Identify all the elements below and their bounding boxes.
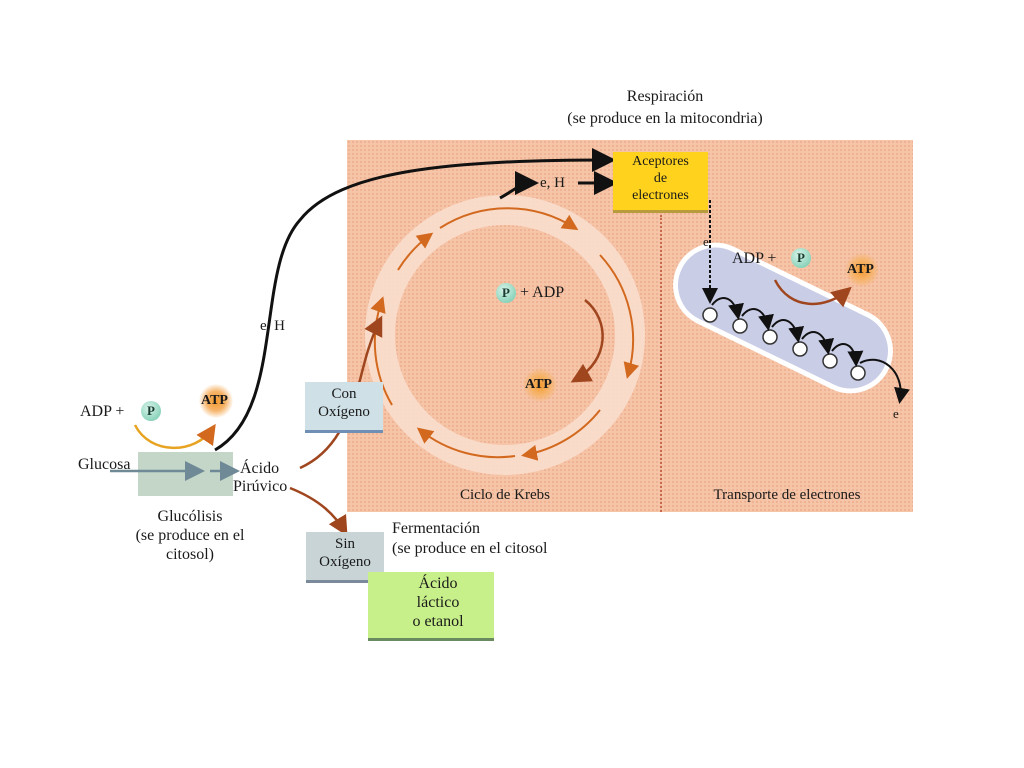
acceptors-line2: de <box>653 171 668 186</box>
glycolysis-sub1: (se produce en el <box>135 527 245 544</box>
product-line3: o etanol <box>412 613 464 630</box>
anaerobic-line2: Oxígeno <box>319 554 371 570</box>
transport-adp-atp-arrow <box>773 279 852 308</box>
electron-transport-membrane <box>673 242 893 394</box>
pyruvic-line2: Pirúvico <box>233 478 288 495</box>
product-line2: láctico <box>416 594 460 611</box>
glycolysis-sub2: citosol) <box>166 546 214 563</box>
krebs-atp-label: ATP <box>525 377 552 392</box>
eh-label-left: e, H <box>260 318 285 334</box>
product-line1: Ácido <box>418 575 458 592</box>
transport-atp-label: ATP <box>847 262 874 277</box>
aerobic-line1: Con <box>331 386 357 402</box>
fermentation-title: Fermentación <box>392 520 480 537</box>
krebs-adp-label: + ADP <box>520 284 565 301</box>
glycolysis-atp-label: ATP <box>201 393 228 408</box>
atp-burst-glycolysis <box>199 384 233 418</box>
pyruvic-line1: Ácido <box>240 460 280 477</box>
krebs-eh-arrow <box>499 171 539 200</box>
anaerobic-line1: Sin <box>334 536 355 552</box>
acceptors-line3: electrones <box>632 188 689 203</box>
transport-p-icon: P <box>791 248 811 268</box>
aerobic-box <box>305 382 383 433</box>
atp-burst-krebs <box>523 368 557 402</box>
e-label-down: e <box>703 234 709 249</box>
electron-acceptors-box <box>613 152 708 213</box>
electron-transport-label: Transporte de electrones <box>713 487 861 503</box>
e-label-out: e <box>893 406 899 421</box>
glycolysis-to-acceptors-arrow <box>214 148 616 452</box>
krebs-adp-atp-arrow <box>570 299 604 383</box>
pyruvic-to-anaerobic-arrow <box>289 486 348 537</box>
glucose-label: Glucosa <box>78 456 131 473</box>
panel-divider <box>660 215 662 512</box>
acceptors-line1: Aceptores <box>632 154 689 169</box>
atp-burst-transport <box>845 253 879 287</box>
krebs-p-icon: P <box>496 283 516 303</box>
eh-label-top: e, H <box>540 175 565 191</box>
krebs-cycle-ring <box>365 195 645 475</box>
fermentation-subtitle: (se produce en el citosol <box>392 540 548 557</box>
krebs-cycle-label: Ciclo de Krebs <box>460 487 550 503</box>
electron-hops <box>711 297 910 404</box>
respiration-subtitle: (se produce en la mitocondria) <box>567 110 763 127</box>
glycolysis-p-icon: P <box>141 401 161 421</box>
transport-adp-label: ADP + <box>732 250 777 267</box>
glycolysis-title: Glucólisis <box>157 508 223 525</box>
aerobic-line2: Oxígeno <box>318 404 370 420</box>
glycolysis-adp-label: ADP + <box>80 403 125 420</box>
respiration-title: Respiración <box>626 88 704 105</box>
glycolysis-adp-atp-arrow <box>133 423 216 450</box>
electron-carriers <box>702 307 866 381</box>
fermentation-product-box <box>368 572 494 641</box>
